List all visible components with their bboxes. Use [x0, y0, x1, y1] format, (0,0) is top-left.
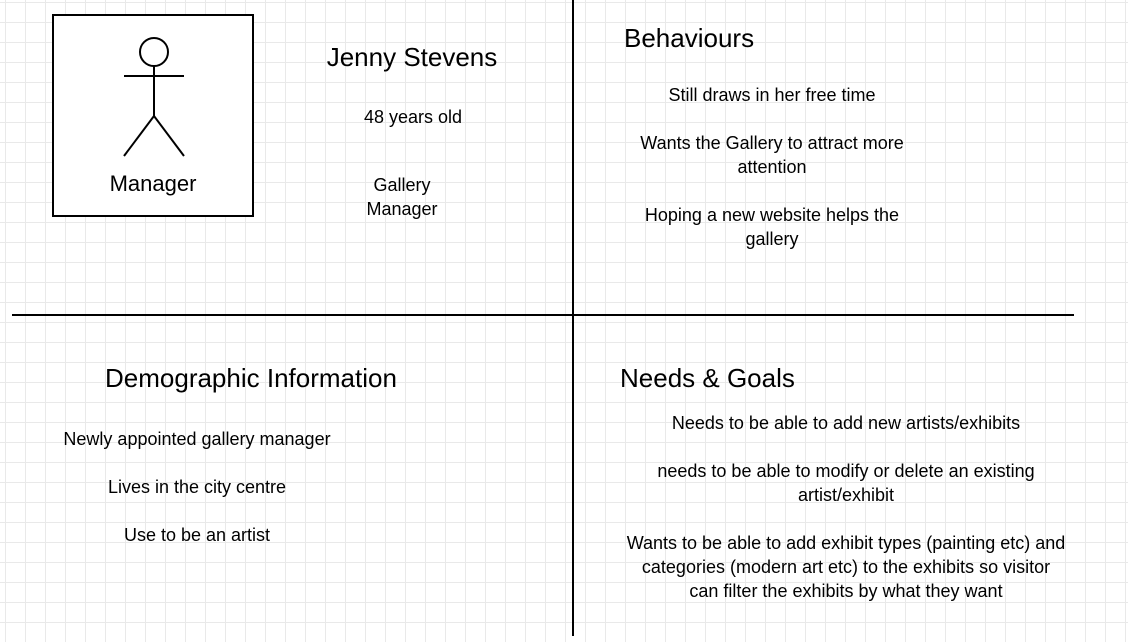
demographic-item: Newly appointed gallery manager	[63, 429, 331, 449]
needs-item: Wants to be able to add exhibit types (p…	[626, 533, 1066, 553]
behaviour-item: Still draws in her free time	[668, 85, 876, 105]
needs-title: Needs & Goals	[620, 363, 795, 393]
actor-label: Manager	[109, 171, 197, 196]
behaviour-item: attention	[737, 157, 807, 177]
behaviour-item: gallery	[745, 229, 799, 249]
horizontal-divider	[12, 314, 1074, 316]
vertical-divider	[572, 0, 574, 636]
persona-name: Jenny Stevens	[326, 42, 498, 72]
persona-age: 48 years old	[363, 107, 463, 127]
demographic-item: Use to be an artist	[123, 525, 271, 545]
demographic-title: Demographic Information	[105, 363, 397, 393]
actor-box: Manager	[52, 14, 254, 217]
demographic-item: Lives in the city centre	[107, 477, 287, 497]
stick-figure-icon	[123, 37, 185, 157]
needs-item: needs to be able to modify or delete an …	[657, 461, 1035, 481]
needs-item: categories (modern art etc) to the exhib…	[641, 557, 1051, 577]
needs-item: can filter the exhibits by what they wan…	[689, 581, 1003, 601]
behaviour-item: Wants the Gallery to attract more	[640, 133, 904, 153]
needs-item: Needs to be able to add new artists/exhi…	[671, 413, 1021, 433]
needs-item: artist/exhibit	[797, 485, 895, 505]
behaviours-title: Behaviours	[624, 23, 755, 53]
persona-role-line2: Manager	[366, 199, 438, 219]
persona-role-line1: Gallery	[373, 175, 431, 195]
behaviour-item: Hoping a new website helps the	[644, 205, 900, 225]
